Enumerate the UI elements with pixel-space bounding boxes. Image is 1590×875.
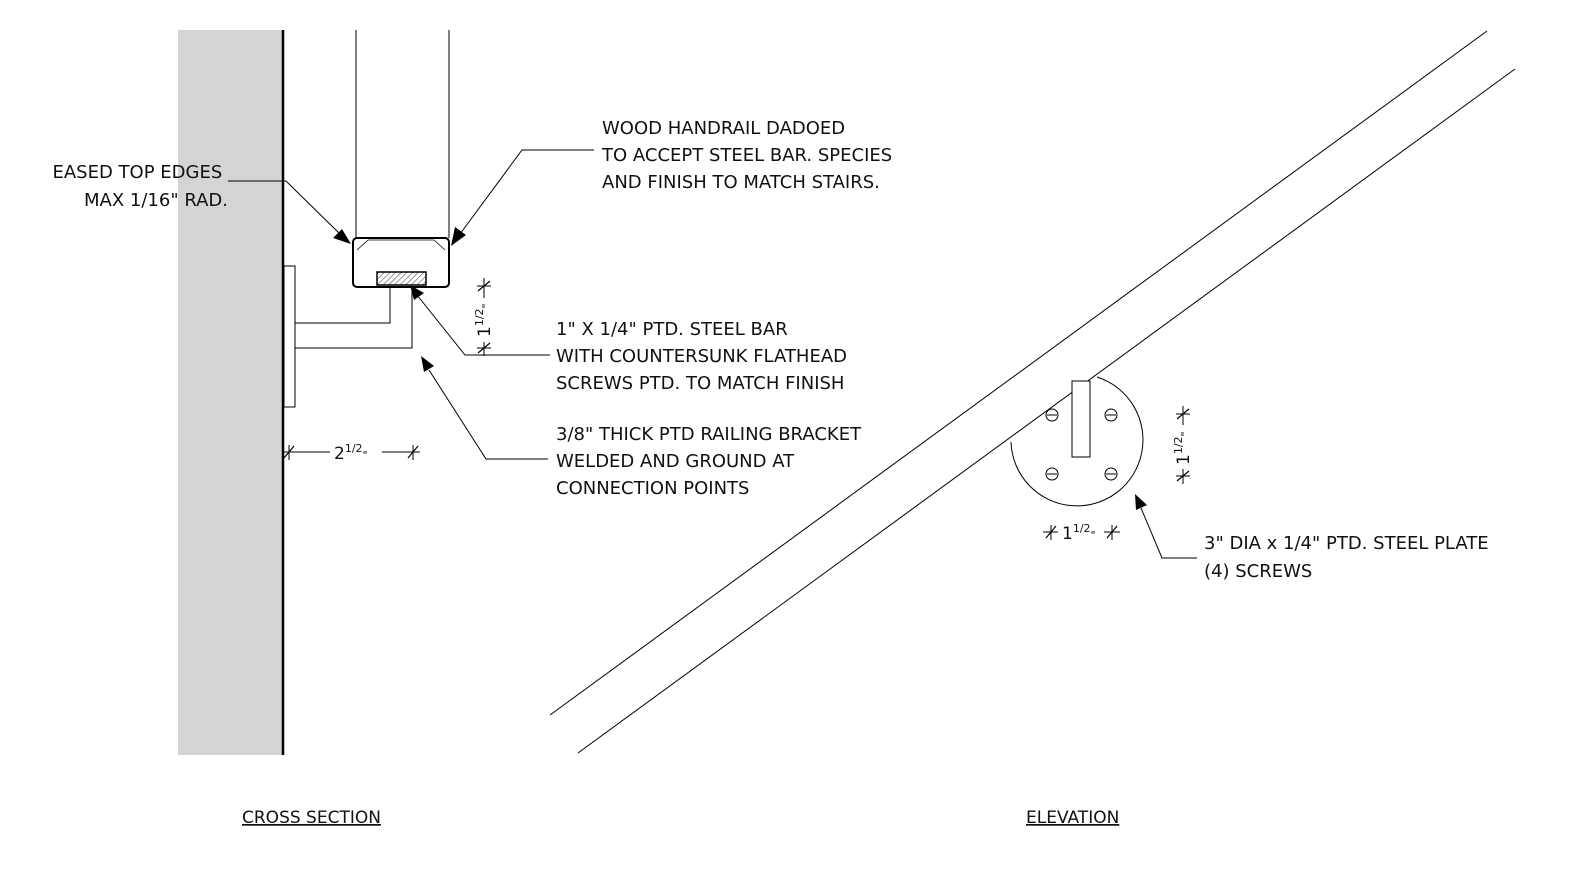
wood-handrail-note: WOOD HANDRAIL DADOED TO ACCEPT STEEL BAR… — [601, 118, 898, 193]
screw-icon — [1045, 467, 1059, 481]
plate-horizontal-label: 11/2" — [1062, 522, 1096, 544]
eased-edges-leader — [228, 180, 351, 244]
steel-bar-leader — [410, 285, 550, 356]
bar-height-label: 11/2" — [473, 303, 495, 337]
elevation-view: 11/2" 11/2" 3" DIA x 1/4" PTD. STEEL PLA… — [549, 30, 1516, 828]
bar-height-dimension: 11/2" — [472, 278, 495, 356]
handrail-bottom-line — [577, 68, 1516, 754]
railing-bracket — [295, 287, 413, 349]
elevation-title: ELEVATION — [1026, 808, 1119, 828]
plate-vertical-dimension: 11/2" — [1171, 406, 1194, 484]
steel-plate — [1010, 376, 1144, 507]
bracket-leader — [421, 356, 548, 460]
plate-note: 3" DIA x 1/4" PTD. STEEL PLATE (4) SCREW… — [1204, 533, 1494, 582]
screw-icon — [1045, 408, 1059, 422]
handrail-top-line — [549, 30, 1488, 716]
steel-bar-note: 1" X 1/4" PTD. STEEL BAR WITH COUNTERSUN… — [556, 319, 853, 394]
wall-section — [178, 30, 283, 755]
plate-vertical-label: 11/2" — [1172, 431, 1194, 465]
bracket-projection-dimension: 21/2" — [283, 442, 420, 464]
cross-section-view: EASED TOP EDGES MAX 1/16" RAD. WOOD HAND… — [52, 30, 898, 828]
screw-icon — [1104, 467, 1118, 481]
eased-edges-note: EASED TOP EDGES MAX 1/16" RAD. — [52, 162, 228, 211]
wall-plate — [283, 265, 296, 408]
steel-bar — [376, 271, 427, 286]
plate-horizontal-dimension: 11/2" — [1043, 522, 1120, 544]
cross-section-title: CROSS SECTION — [242, 808, 381, 828]
screw-icon — [1104, 408, 1118, 422]
wood-handrail-leader — [451, 149, 594, 246]
plate-leader — [1135, 494, 1197, 559]
bracket-note: 3/8" THICK PTD RAILING BRACKET WELDED AN… — [556, 424, 867, 499]
bracket-projection-label: 21/2" — [334, 442, 368, 464]
wood-handrail — [352, 30, 450, 288]
